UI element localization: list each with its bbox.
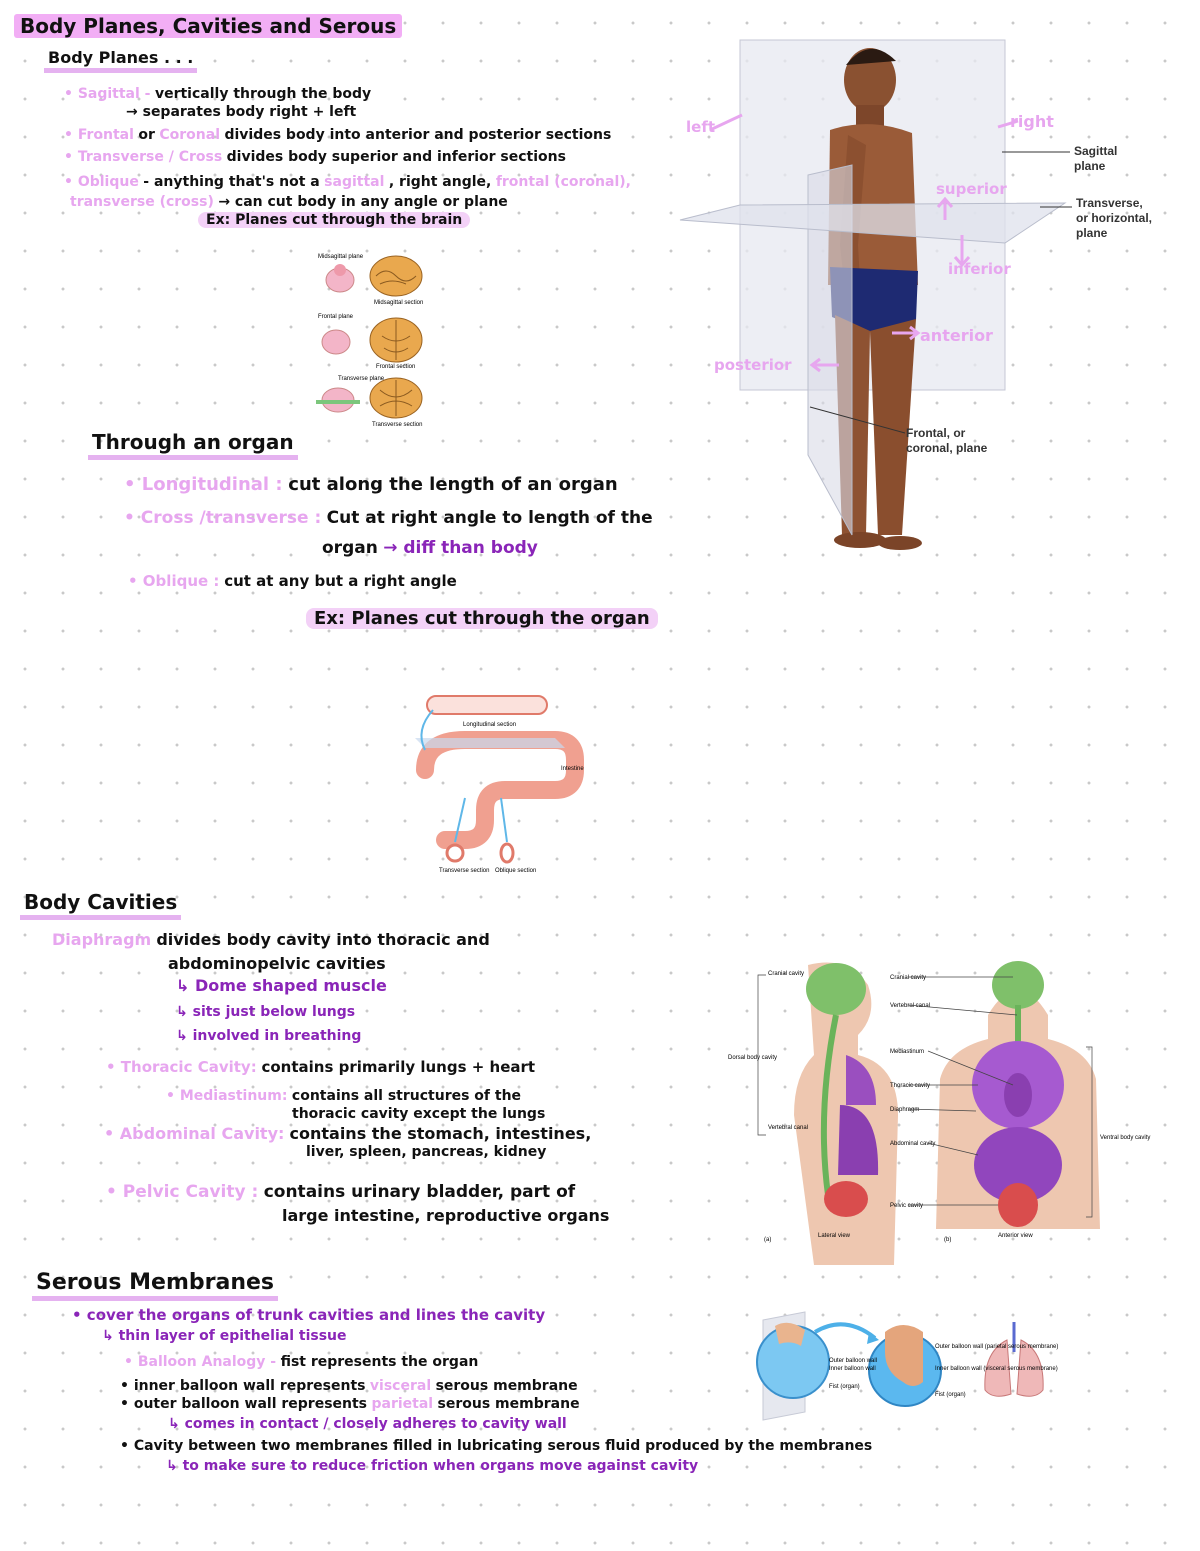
thoracic-label: Thoracic cavity bbox=[890, 1083, 930, 1089]
serous-heading: Serous Membranes bbox=[32, 1270, 279, 1301]
mediastinum-label: Mediastinum bbox=[890, 1049, 924, 1055]
anterior-label: anterior bbox=[920, 326, 993, 345]
pelvic-line: • Pelvic Cavity : contains urinary bladd… bbox=[106, 1182, 576, 1202]
intestine-shape bbox=[416, 731, 584, 849]
oblique-section-shape bbox=[499, 842, 515, 864]
abdominal-label: Abdominal cavity bbox=[890, 1141, 935, 1147]
balloon-figure: Outer balloon wall Inner balloon wall Fi… bbox=[756, 1311, 1058, 1421]
intestine-label: Intestine bbox=[561, 766, 584, 772]
oblique-section-label: Oblique section bbox=[495, 868, 536, 874]
diaphragm-line: Diaphragm divides body cavity into thora… bbox=[52, 930, 490, 949]
diaphragm-line-2: abdominopelvic cavities bbox=[168, 954, 386, 973]
sagittal-line-2: → separates body right + left bbox=[126, 104, 357, 120]
diaphragm-sub-2: ↳ sits just below lungs bbox=[176, 1004, 356, 1020]
serous-line-1: • cover the organs of trunk cavities and… bbox=[72, 1306, 546, 1324]
transverse-section-label: Transverse section bbox=[439, 868, 489, 874]
posterior-label: posterior bbox=[714, 356, 792, 374]
outer-balloon-sub: ↳ comes in contact / closely adheres to … bbox=[168, 1416, 567, 1432]
mediastinum-line: • Mediastinum: contains all structures o… bbox=[166, 1088, 522, 1104]
transverse-line: • Transverse / Cross divides body superi… bbox=[64, 149, 566, 165]
pelvic-line-2: large intestine, reproductive organs bbox=[282, 1206, 610, 1225]
brain-row2-section: Frontal section bbox=[376, 364, 415, 370]
transverse-plane-label: Transverse, or horizontal, plane bbox=[1076, 196, 1152, 240]
anterior-view-figure: Cranial cavity Vertebral canal Mediastin… bbox=[890, 961, 1150, 1243]
diaphragm-sub-1: ↳ Dome shaped muscle bbox=[176, 976, 387, 995]
transverse-plane-shape bbox=[679, 202, 1067, 244]
planes-heading: Body Planes . . . bbox=[44, 48, 198, 73]
ventral-label: Ventral body cavity bbox=[1100, 1135, 1150, 1141]
planes-example: Ex: Planes cut through the brain bbox=[198, 212, 471, 228]
cross-line: • Cross /transverse : Cut at right angle… bbox=[124, 508, 653, 528]
pelvic-label: Pelvic cavity bbox=[890, 1203, 923, 1209]
lateral-view-figure: Cranial cavity Dorsal body cavity Verteb… bbox=[728, 962, 898, 1265]
oblique-line-2: transverse (cross) → can cut body in any… bbox=[70, 194, 508, 210]
vertebral-label-right: Vertebral canal bbox=[890, 1003, 930, 1009]
cranial-cavity-anterior bbox=[992, 961, 1044, 1009]
cavity-fluid-sub: ↳ to make sure to reduce friction when o… bbox=[166, 1458, 699, 1474]
outer-balloon-line: • outer balloon wall represents parietal… bbox=[120, 1396, 580, 1412]
serous-line-2: ↳ thin layer of epithelial tissue bbox=[102, 1328, 347, 1344]
brain-row1-section: Midsagittal section bbox=[374, 300, 423, 306]
brain-row1-label: Midsagittal plane bbox=[318, 254, 364, 260]
abdominal-line-2: liver, spleen, pancreas, kidney bbox=[306, 1144, 547, 1160]
frontal-plane-label: Frontal, or coronal, plane bbox=[906, 426, 988, 455]
brain-row-frontal: Frontal plane Frontal section bbox=[318, 314, 423, 370]
fist-shape bbox=[885, 1325, 923, 1386]
frontal-line: • Frontal or Coronal divides body into a… bbox=[64, 127, 612, 143]
cross-line-2: organ → diff than body bbox=[322, 538, 538, 558]
vertebral-label-left: Vertebral canal bbox=[768, 1125, 808, 1131]
cavity-fluid-line: • Cavity between two membranes filled in… bbox=[120, 1438, 873, 1454]
left-label: left bbox=[686, 118, 716, 136]
frontal-plane-shape bbox=[807, 164, 853, 536]
brain-row2-label: Frontal plane bbox=[318, 314, 354, 320]
inner-balloon-line: • inner balloon wall represents visceral… bbox=[120, 1378, 578, 1394]
brain-row-transverse: Transverse plane Transverse section bbox=[316, 376, 423, 428]
fist2-label: Fist (organ) bbox=[935, 1392, 966, 1398]
body-cavities-figure: Cranial cavity Dorsal body cavity Verteb… bbox=[728, 961, 1150, 1265]
figure-a-label: (a) bbox=[764, 1237, 771, 1243]
fist-label: Fist (organ) bbox=[829, 1384, 860, 1390]
organ-oblique-line: • Oblique : cut at any but a right angle bbox=[128, 572, 457, 590]
balloon-analogy-line: • Balloon Analogy - fist represents the … bbox=[124, 1354, 479, 1370]
inner-wall-label: Inner balloon wall bbox=[829, 1366, 876, 1372]
visceral-label: Inner balloon wall (visceral serous memb… bbox=[935, 1366, 1058, 1372]
outer-wall-label: Outer balloon wall bbox=[829, 1358, 877, 1364]
brain-row3-section: Transverse section bbox=[372, 422, 422, 428]
anterior-view-label: Anterior view bbox=[998, 1233, 1033, 1239]
organ-heading: Through an organ bbox=[88, 430, 298, 460]
page-title: Body Planes, Cavities and Serous bbox=[14, 14, 403, 38]
brain-row-sagittal: Midsagittal plane Midsagittal section bbox=[318, 254, 423, 306]
oblique-line: • Oblique - anything that's not a sagitt… bbox=[64, 174, 631, 190]
cranial-label-left: Cranial cavity bbox=[768, 971, 804, 977]
right-label: right bbox=[1010, 112, 1054, 131]
figure-b-label: (b) bbox=[944, 1237, 951, 1243]
lateral-view-label: Lateral view bbox=[818, 1233, 851, 1239]
intestine-figure: Longitudinal section Intestine Transvers… bbox=[415, 695, 584, 874]
brain-figure: Midsagittal plane Midsagittal section Fr… bbox=[316, 254, 423, 428]
transverse-section-shape bbox=[445, 843, 465, 863]
sagittal-plane-label: Sagittal plane bbox=[1074, 144, 1118, 173]
longitudinal-section-shape bbox=[426, 695, 548, 715]
intestine-caption: Longitudinal section bbox=[463, 722, 516, 728]
brain-row3-label: Transverse plane bbox=[338, 376, 385, 382]
cavities-heading: Body Cavities bbox=[20, 890, 182, 920]
diaphragm-sub-3: ↳ involved in breathing bbox=[176, 1028, 362, 1044]
dorsal-label: Dorsal body cavity bbox=[728, 1055, 777, 1061]
abdominal-line: • Abdominal Cavity: contains the stomach… bbox=[104, 1124, 592, 1143]
parietal-label: Outer balloon wall (parietal serous memb… bbox=[935, 1344, 1058, 1350]
longitudinal-line: • Longitudinal : cut along the length of… bbox=[124, 474, 618, 495]
cranial-label-right: Cranial cavity bbox=[890, 975, 926, 981]
superior-label: superior bbox=[936, 180, 1007, 198]
sagittal-line: • Sagittal - vertically through the body bbox=[64, 86, 372, 102]
inferior-label: inferior bbox=[948, 260, 1011, 278]
thoracic-line: • Thoracic Cavity: contains primarily lu… bbox=[106, 1058, 536, 1076]
mediastinum-line-2: thoracic cavity except the lungs bbox=[292, 1106, 546, 1122]
diaphragm-label: Diaphragm bbox=[890, 1107, 919, 1113]
body-planes-figure bbox=[679, 39, 1072, 550]
organ-example: Ex: Planes cut through the organ bbox=[306, 608, 658, 629]
cranial-cavity-lateral bbox=[806, 963, 866, 1015]
